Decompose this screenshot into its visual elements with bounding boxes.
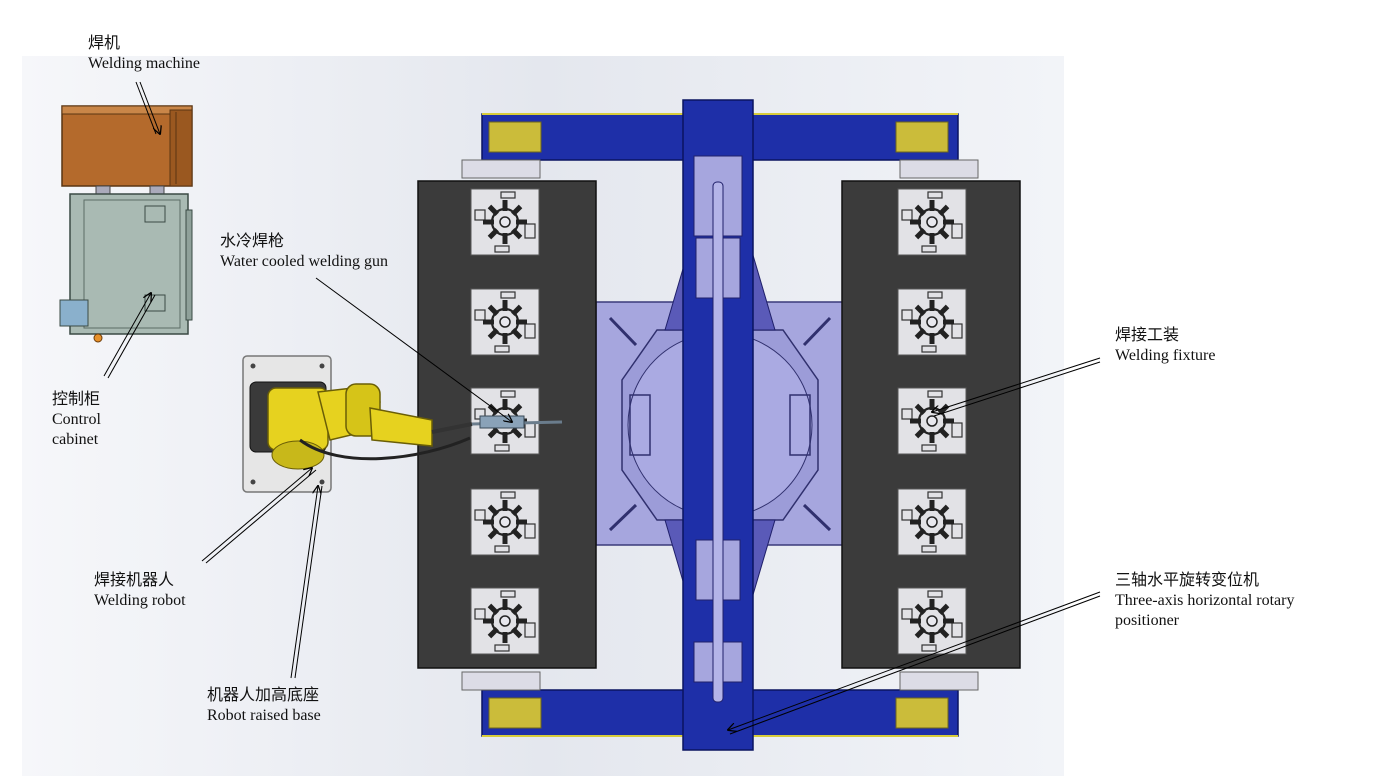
label-zh: 三轴水平旋转变位机 [1115, 572, 1260, 589]
welding-fixture [897, 188, 967, 256]
label-control-cabinet: 控制柜 Control cabinet [52, 390, 101, 450]
label-zh: 水冷焊枪 [220, 233, 285, 250]
fixture-star-icon [908, 597, 956, 645]
label-en: Robot raised base [207, 707, 321, 724]
welding-fixture [897, 288, 967, 356]
welding-fixture [470, 488, 540, 556]
label-zh: 控制柜 [52, 391, 101, 408]
label-en: Control [52, 411, 101, 428]
leader-arrow-icon [728, 591, 1101, 730]
label-en: Welding machine [88, 55, 201, 72]
welding-fixture [470, 288, 540, 356]
welding-fixture [470, 188, 540, 256]
label-zh: 机器人加高底座 [207, 687, 320, 704]
welding-fixture [470, 387, 540, 455]
fixture-star-icon [481, 597, 529, 645]
leader-lines [103, 81, 1101, 735]
welding-robot [249, 381, 563, 470]
center-beam [664, 99, 776, 751]
label-water-cooled-gun: 水冷焊枪 Water cooled welding gun [220, 232, 388, 272]
label-en: Water cooled welding gun [220, 253, 388, 270]
label-zh: 焊接工装 [1115, 327, 1180, 344]
leader-arrow-icon [932, 357, 1101, 412]
welding-fixture [897, 587, 967, 655]
welding-machine [61, 105, 193, 195]
fixture-star-icon [481, 198, 529, 246]
control-cabinet [59, 193, 193, 343]
leader-arrow-icon [290, 486, 318, 679]
leader-arrow-icon [315, 277, 512, 422]
label-zh: 焊接机器人 [94, 572, 175, 589]
fixture-star-icon [908, 298, 956, 346]
label-welding-robot: 焊接机器人 Welding robot [94, 571, 186, 611]
label-positioner: 三轴水平旋转变位机 Three-axis horizontal rotary p… [1115, 571, 1294, 631]
label-robot-base: 机器人加高底座 Robot raised base [207, 686, 321, 726]
label-welding-machine: 焊机 Welding machine [88, 34, 200, 74]
leader-arrow-icon [103, 293, 151, 377]
label-en: positioner [1115, 612, 1179, 629]
welding-fixture [897, 387, 967, 455]
label-en: cabinet [52, 431, 99, 448]
fixture-star-icon [908, 498, 956, 546]
leader-arrow-icon [139, 81, 160, 134]
label-zh: 焊机 [88, 35, 121, 52]
leader-arrow-icon [201, 468, 312, 562]
welding-fixture [897, 488, 967, 556]
fixture-star-icon [908, 397, 956, 445]
label-en: Three-axis horizontal rotary [1115, 592, 1295, 609]
label-en: Welding robot [94, 592, 186, 609]
fixture-star-icon [481, 298, 529, 346]
fixture-star-icon [481, 498, 529, 546]
label-en: Welding fixture [1115, 347, 1216, 364]
fixture-star-icon [908, 198, 956, 246]
welding-fixture [470, 587, 540, 655]
label-welding-fixture: 焊接工装 Welding fixture [1115, 326, 1215, 366]
